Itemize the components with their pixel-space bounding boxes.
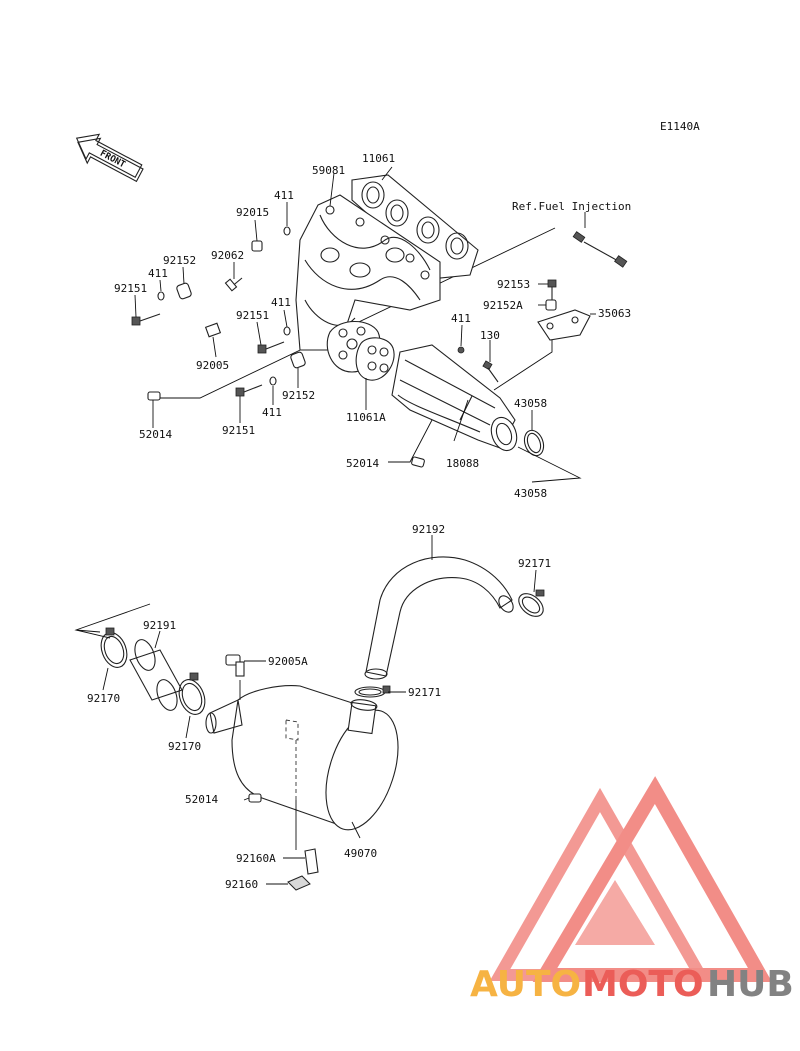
- bracket-35063: [537, 309, 591, 341]
- label-35063: 35063: [598, 307, 631, 320]
- label-411-d: 411: [262, 406, 282, 419]
- label-130: 130: [480, 329, 500, 342]
- exhaust-pipe-18088: [391, 344, 518, 452]
- sensor-wire: [572, 231, 628, 268]
- pad-92160: [287, 875, 311, 891]
- label-18088: 18088: [446, 457, 479, 470]
- clamp-92170-a: [100, 627, 128, 668]
- label-92152-b: 92152: [282, 389, 315, 402]
- muffler-49070: [205, 685, 399, 831]
- clamp-92170-b: [178, 672, 206, 715]
- label-43058-b: 43058: [514, 487, 547, 500]
- label-92171-b: 92171: [408, 686, 441, 699]
- automotohub-logo: AUTO MOTO HUB: [470, 776, 794, 1005]
- hose-clamp-92171-a: [518, 589, 545, 617]
- logo-text-auto: AUTO: [470, 964, 581, 1005]
- label-92005A: 92005A: [268, 655, 308, 668]
- drain-plug-52014: [248, 793, 262, 803]
- label-411-a: 411: [274, 189, 294, 202]
- label-411-c: 411: [271, 296, 291, 309]
- leader-lines-top: [134, 166, 596, 483]
- label-52014-b: 52014: [346, 457, 379, 470]
- label-52014-c: 52014: [185, 793, 218, 806]
- label-92152-a: 92152: [163, 254, 196, 267]
- diagram-code: E1140A: [660, 120, 700, 133]
- label-92151-b: 92151: [236, 309, 269, 322]
- label-92170-b: 92170: [168, 740, 201, 753]
- label-92062: 92062: [211, 249, 244, 262]
- label-59081: 59081: [312, 164, 345, 177]
- front-arrow-icon: FRONT: [75, 133, 144, 183]
- label-11061: 11061: [362, 152, 395, 165]
- rubber-coupling-92191: [129, 639, 183, 711]
- logo-text-hub: HUB: [707, 964, 794, 1005]
- part-labels: 11061 59081 411 92015 92152 92062 411 92…: [87, 152, 631, 891]
- label-92152A: 92152A: [483, 299, 523, 312]
- logo-text-moto: MOTO: [582, 964, 704, 1005]
- water-hose-92192: [364, 556, 514, 680]
- label-43058-a: 43058: [514, 397, 547, 410]
- label-411-e: 411: [451, 312, 471, 325]
- fasteners-top: [131, 226, 557, 468]
- label-92171-a: 92171: [518, 557, 551, 570]
- fitting-92005A: [225, 654, 245, 677]
- manifold-gasket-11061: [351, 174, 479, 279]
- label-49070: 49070: [344, 847, 377, 860]
- hose-clamp-92171-b: [354, 685, 391, 698]
- pad-92160A: [304, 848, 319, 875]
- label-11061A: 11061A: [346, 411, 386, 424]
- exhaust-manifold: [295, 194, 441, 351]
- label-92151-a: 92151: [114, 282, 147, 295]
- label-92151-c: 92151: [222, 424, 255, 437]
- label-92153: 92153: [497, 278, 530, 291]
- label-52014-a: 52014: [139, 428, 172, 441]
- label-92191: 92191: [143, 619, 176, 632]
- leader-lines-bottom: [74, 535, 537, 885]
- label-92160: 92160: [225, 878, 258, 891]
- ref-note: Ref.Fuel Injection: [512, 200, 631, 213]
- label-92160A: 92160A: [236, 852, 276, 865]
- label-92005: 92005: [196, 359, 229, 372]
- label-92170-a: 92170: [87, 692, 120, 705]
- gasket-11061A: [326, 320, 395, 381]
- label-92015: 92015: [236, 206, 269, 219]
- label-92192: 92192: [412, 523, 445, 536]
- label-411-b: 411: [148, 267, 168, 280]
